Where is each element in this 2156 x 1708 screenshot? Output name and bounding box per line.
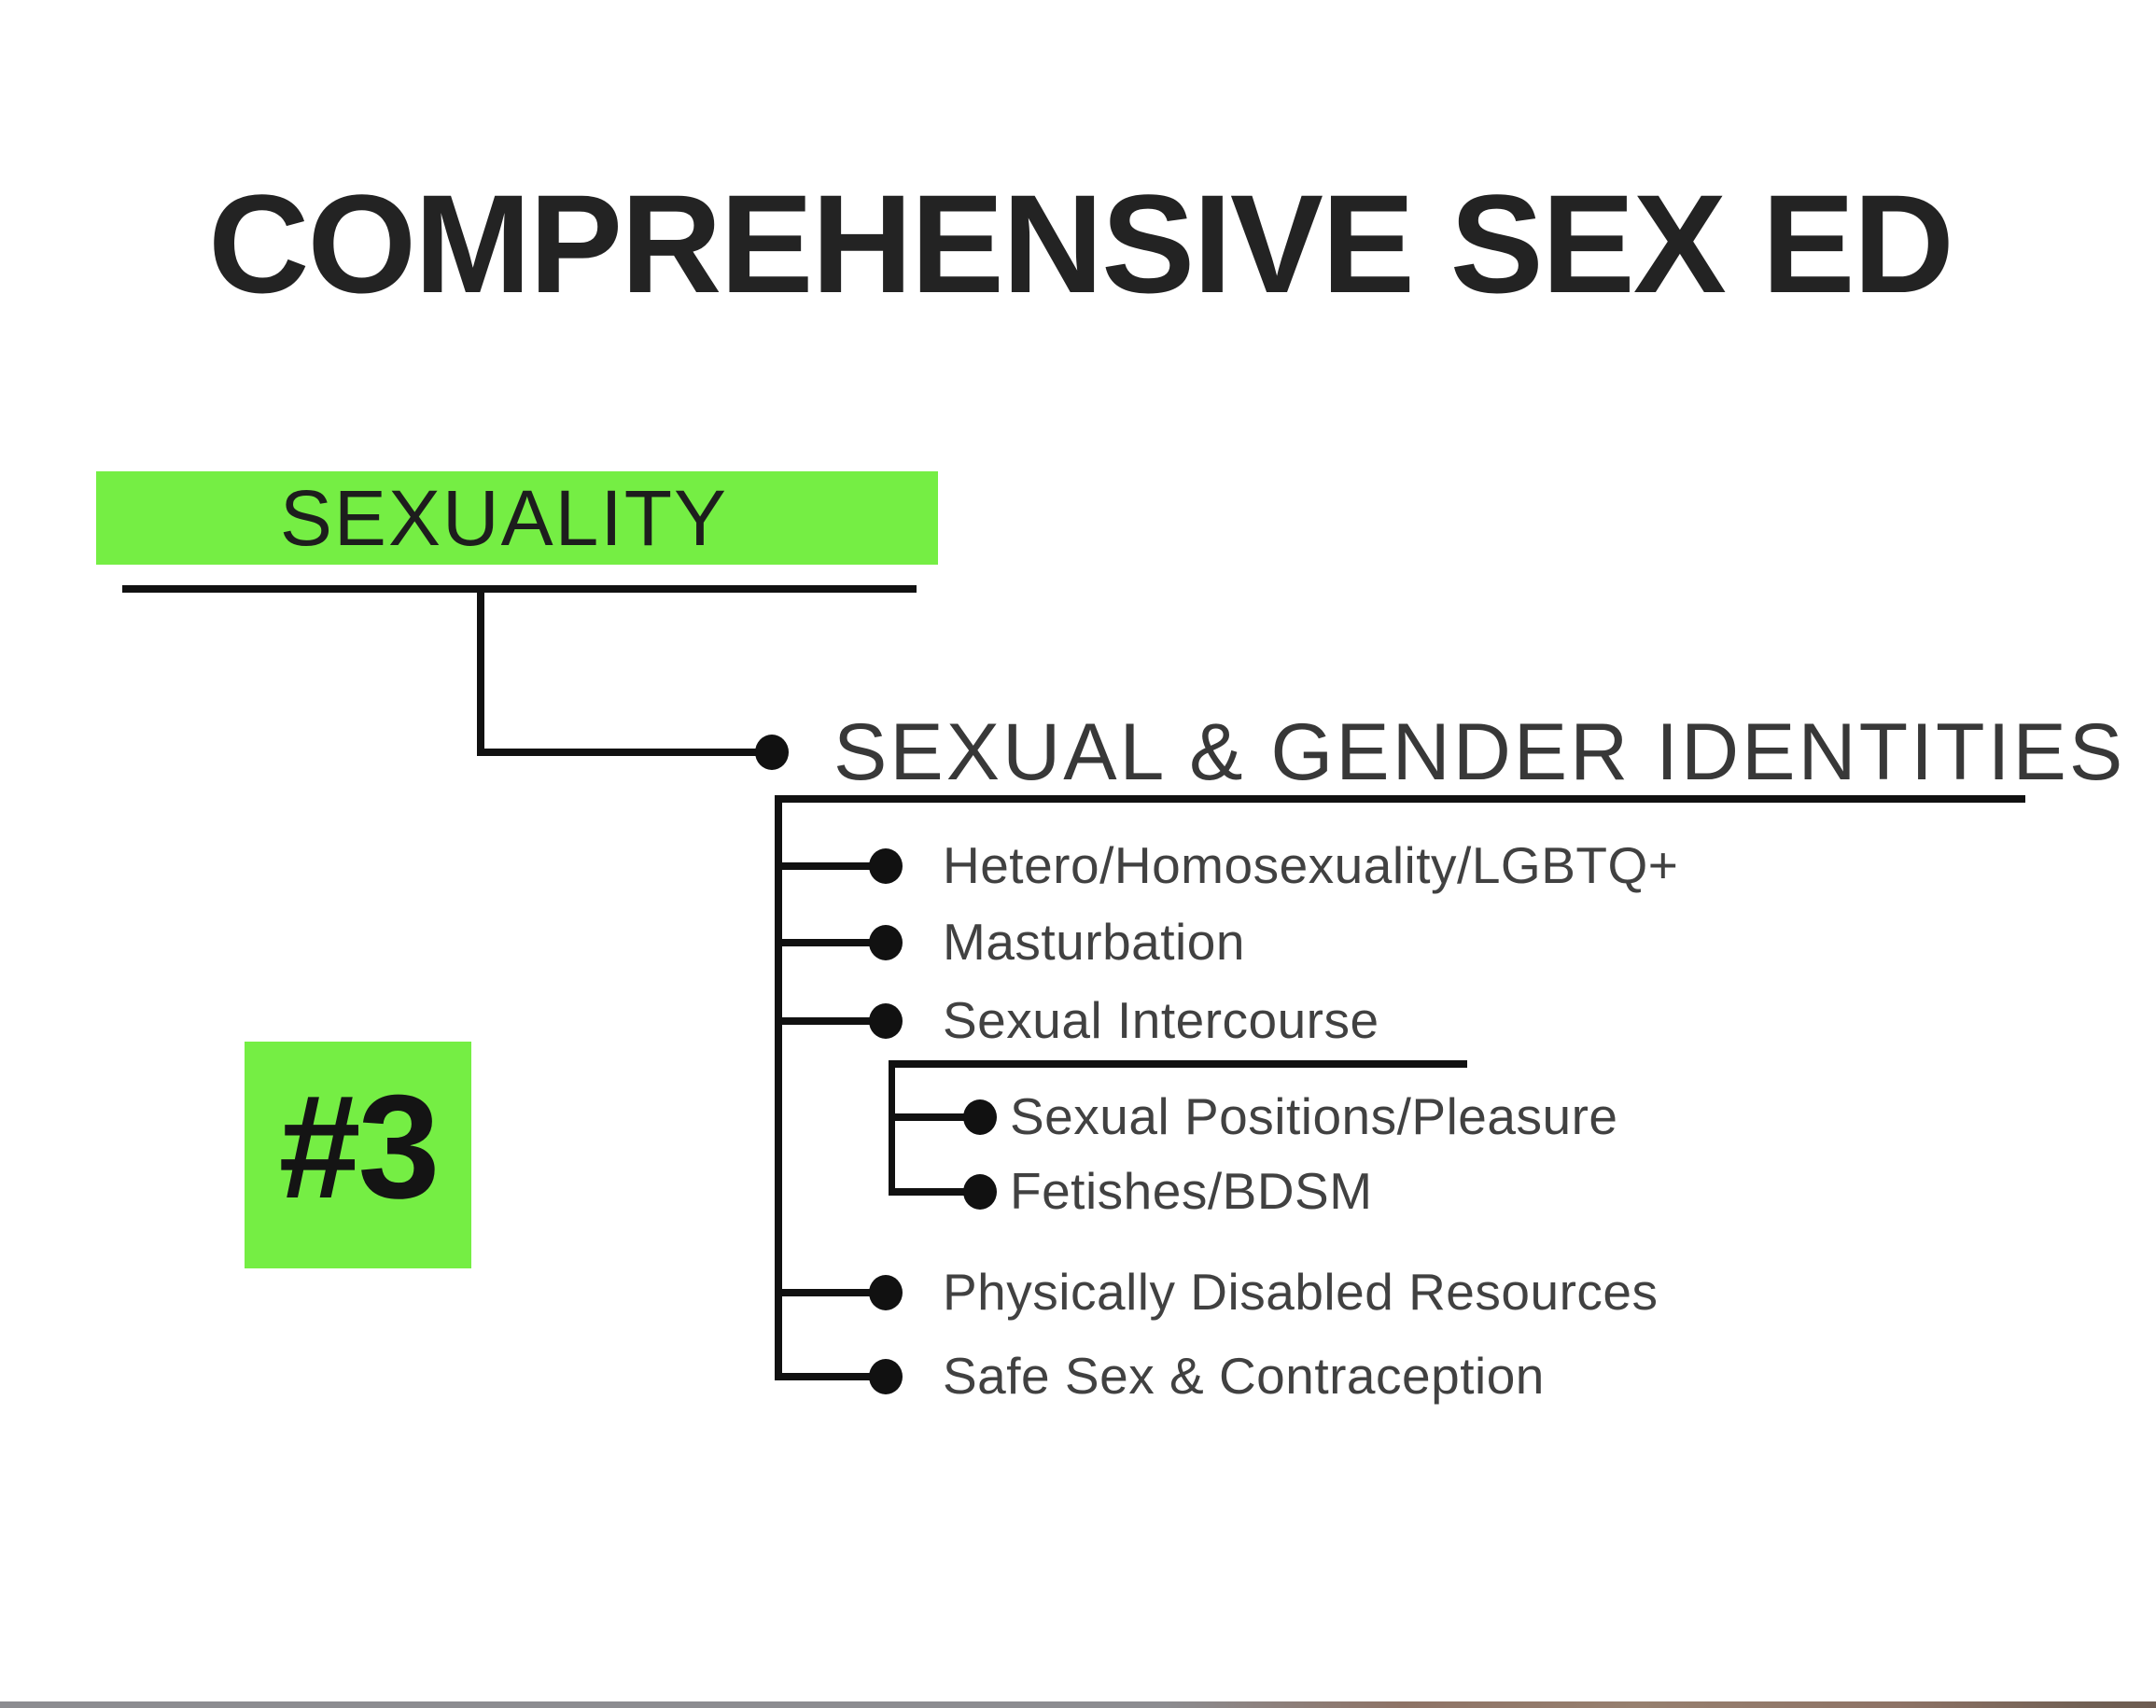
item-connector	[775, 1373, 883, 1380]
bottom-edge-bar	[0, 1701, 2156, 1708]
subitem-sexual-positions-pleasure: Sexual Positions/Pleasure	[1010, 1087, 1618, 1145]
bullet-icon	[963, 1099, 997, 1135]
bullet-icon	[869, 925, 903, 960]
bullet-icon	[869, 1003, 903, 1039]
item-physically-disabled-resources: Physically Disabled Resources	[943, 1263, 1659, 1321]
item-connector	[775, 862, 883, 870]
category-underline	[775, 795, 2025, 803]
item-hetero-homosexuality-lgbtq: Hetero/Homosexuality/LGBTQ+	[943, 836, 1679, 894]
subitem-fetishes-bdsm: Fetishes/BDSM	[1010, 1162, 1373, 1220]
subtree-spine-line	[889, 1060, 895, 1196]
root-node-label: SEXUALITY	[279, 474, 729, 562]
item-masturbation: Masturbation	[943, 913, 1245, 971]
category-heading: SEXUAL & GENDER IDENTITIES	[833, 707, 2126, 797]
subtree-underline	[889, 1060, 1467, 1068]
category-spine-line	[775, 795, 782, 1380]
subitem-connector	[889, 1188, 980, 1196]
root-node-sexuality: SEXUALITY	[96, 471, 938, 565]
item-sexual-intercourse: Sexual Intercourse	[943, 991, 1379, 1049]
bullet-icon	[963, 1174, 997, 1210]
connector-root-drop	[477, 591, 484, 756]
connector-root-elbow	[477, 749, 759, 756]
subitem-connector	[889, 1113, 980, 1121]
bullet-icon	[869, 1359, 903, 1394]
item-connector	[775, 1017, 883, 1025]
item-connector	[775, 939, 883, 946]
root-underline	[122, 585, 917, 593]
item-connector	[775, 1289, 883, 1296]
slide-number-label: #3	[278, 1065, 441, 1229]
bullet-icon	[869, 1275, 903, 1310]
page-title: COMPREHENSIVE SEX ED	[208, 165, 1954, 322]
category-bullet-icon	[755, 735, 789, 770]
slide-number-badge: #3	[245, 1042, 471, 1268]
item-safe-sex-contraception: Safe Sex & Contraception	[943, 1347, 1545, 1405]
bullet-icon	[869, 848, 903, 884]
